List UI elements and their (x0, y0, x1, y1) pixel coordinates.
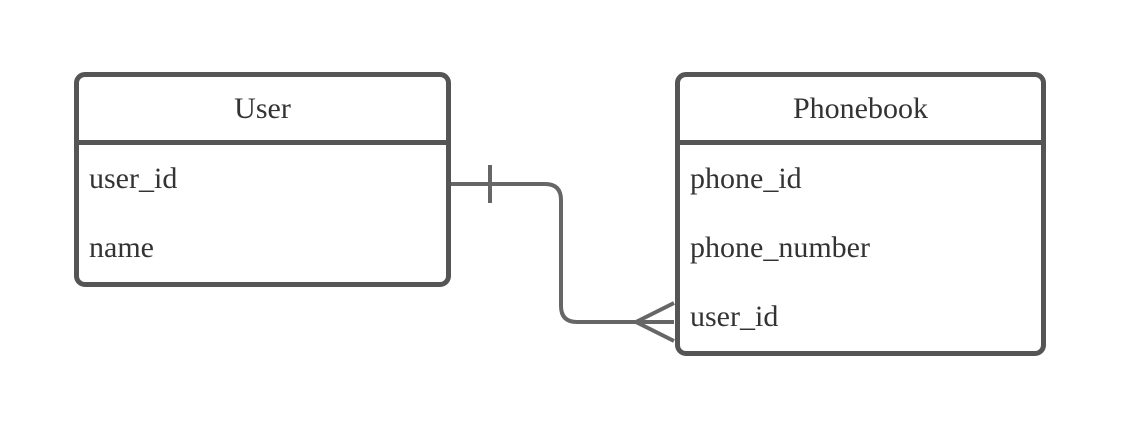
entity-user-title: User (79, 77, 446, 145)
relationship-line (451, 182, 636, 324)
entity-phonebook-attr-user-id: user_id (690, 299, 779, 333)
entity-phonebook-attr-phone-id: phone_id (690, 162, 802, 196)
entity-phonebook-attr-phone-number: phone_number (690, 231, 870, 264)
crow-foot-many-marker (634, 301, 675, 343)
entity-user-attr-name: name (89, 230, 154, 264)
entity-phonebook: Phonebook phone_id phone_number user_id (675, 72, 1046, 356)
entity-phonebook-title: Phonebook (680, 77, 1041, 145)
entity-user: User user_id name (74, 72, 451, 287)
entity-user-attr-user-id: user_id (89, 162, 178, 196)
